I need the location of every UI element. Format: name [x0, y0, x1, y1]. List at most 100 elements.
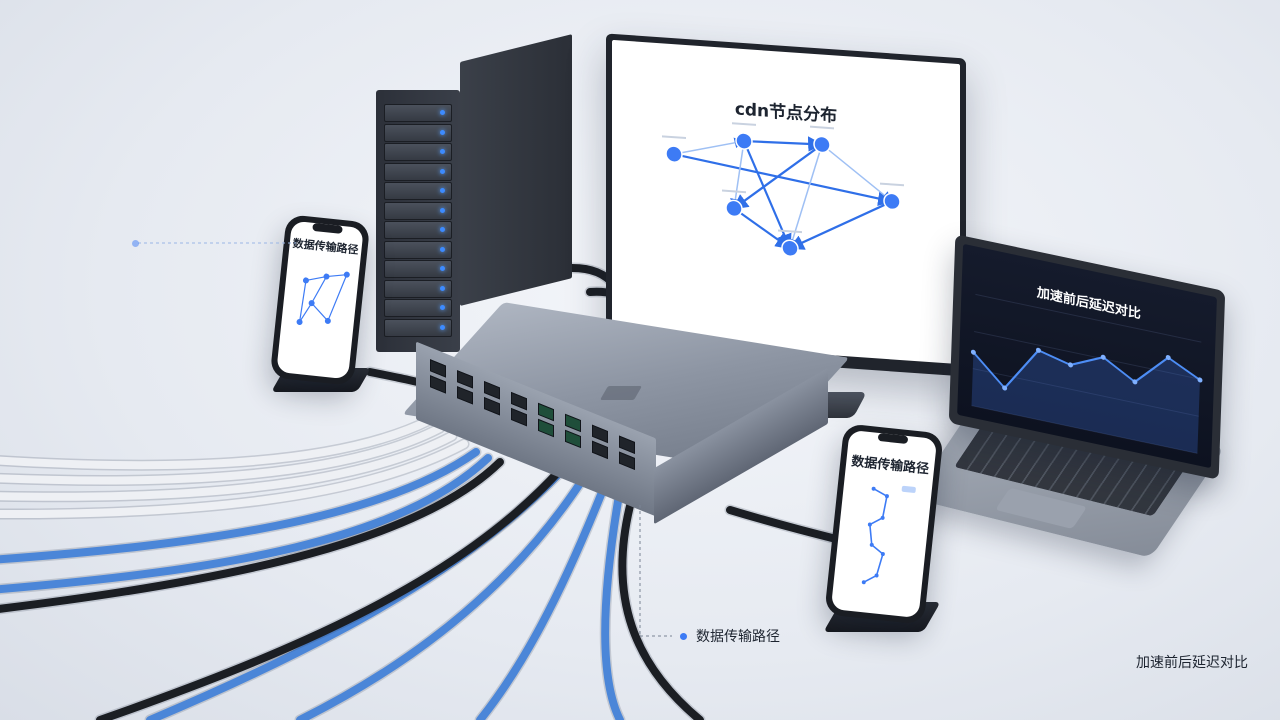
path-point [871, 486, 876, 491]
graph-node [725, 199, 743, 218]
path-point [880, 552, 885, 557]
tower-server [376, 34, 576, 352]
mini-edge [299, 302, 313, 323]
cable-0-0 [0, 416, 434, 470]
mini-node [308, 300, 315, 307]
graph-node [735, 132, 753, 150]
tower-front-panel [376, 90, 460, 352]
left-phone-screen: 数据传输路径 [276, 220, 364, 380]
cable-0-1 [0, 424, 444, 485]
path-point [874, 573, 879, 578]
drive-bay [384, 240, 452, 259]
node-caption-bar [810, 125, 834, 130]
right-phone-screen: 数据传输路径 [830, 429, 938, 619]
cable-2-2 [618, 480, 704, 720]
cable-1-1 [0, 454, 492, 594]
right-phone-path [861, 485, 916, 585]
drive-bay [384, 260, 452, 278]
path-point [867, 522, 872, 527]
cable-2-1 [96, 466, 564, 720]
mini-node [323, 273, 330, 280]
chart-point [1100, 354, 1106, 360]
chart-gridline [971, 405, 1198, 454]
chart-point [1197, 377, 1203, 383]
left-phone-graph [296, 271, 350, 325]
left-callout-dot [132, 240, 139, 247]
graph-edge [821, 143, 893, 203]
node-caption-bar [778, 229, 802, 234]
cable-1-3 [296, 464, 594, 720]
mini-node [302, 277, 309, 284]
mini-node [324, 317, 331, 324]
laptop-lid: 加速前后延迟对比 [948, 234, 1226, 480]
monitor-screen: cdn节点分布 [612, 39, 960, 365]
laptop-screen: 加速前后延迟对比 [957, 243, 1217, 469]
path-callout-dot [680, 633, 687, 640]
drive-bay [384, 221, 452, 239]
mini-edge [311, 302, 329, 322]
cable-1-0 [0, 448, 480, 564]
mini-edge [311, 276, 328, 304]
path-callout-label: 数据传输路径 [696, 629, 780, 645]
monitor: cdn节点分布 [606, 33, 966, 377]
graph-node [883, 192, 901, 211]
drive-bay [384, 143, 452, 161]
drive-bay [384, 162, 452, 181]
cable-0-3 [0, 440, 468, 519]
graph-node [781, 239, 799, 258]
chart-point [1067, 362, 1073, 368]
cable-2-0 [0, 458, 504, 613]
graph-node [665, 145, 683, 163]
mini-edge [327, 274, 348, 322]
chart-line [972, 349, 1201, 390]
graph-edge [732, 143, 823, 210]
drive-bay [384, 318, 452, 337]
cable-0-2 [0, 432, 456, 501]
graph-edge [673, 153, 894, 206]
chart-point [1132, 379, 1138, 385]
node-caption-bar [732, 122, 756, 126]
path-point [880, 515, 885, 520]
latency-chart [970, 293, 1203, 454]
drive-bay [384, 104, 452, 122]
mini-edge [326, 274, 347, 278]
node-caption-bar [662, 135, 686, 140]
mini-edge [298, 280, 307, 323]
right-phone: 数据传输路径 [824, 423, 944, 625]
mini-node [343, 271, 350, 278]
cable-1-4 [476, 468, 614, 720]
chart-point [970, 349, 976, 355]
chart-point [1002, 385, 1008, 391]
drive-bay [384, 182, 452, 200]
chart-point [1165, 355, 1171, 361]
chart-point [1035, 347, 1041, 353]
cdn-node-graph [662, 122, 904, 258]
drive-bay [384, 299, 452, 317]
graph-edge [673, 137, 746, 155]
graph-edge [788, 200, 893, 250]
mini-edge [305, 275, 327, 282]
graph-node [813, 135, 831, 154]
mini-node [296, 318, 303, 325]
graph-edge [743, 136, 824, 152]
drive-bay [384, 123, 452, 142]
latency-callout-label: 加速前后延迟对比 [1136, 655, 1248, 671]
cable-1-5 [601, 474, 626, 720]
path-point [869, 542, 874, 547]
chart-gridline [972, 368, 1199, 417]
graph-edge [733, 207, 792, 250]
path-point [861, 580, 866, 585]
path-tag [901, 485, 916, 493]
node-caption-bar [880, 182, 904, 187]
drive-bay [384, 279, 452, 298]
chart-gridline [974, 330, 1201, 380]
node-caption-bar [722, 189, 746, 194]
left-phone: 数据传输路径 [269, 214, 371, 386]
path-line [863, 488, 888, 583]
drive-bay [384, 201, 452, 220]
chart-gridline [975, 293, 1202, 343]
path-point [884, 494, 889, 499]
